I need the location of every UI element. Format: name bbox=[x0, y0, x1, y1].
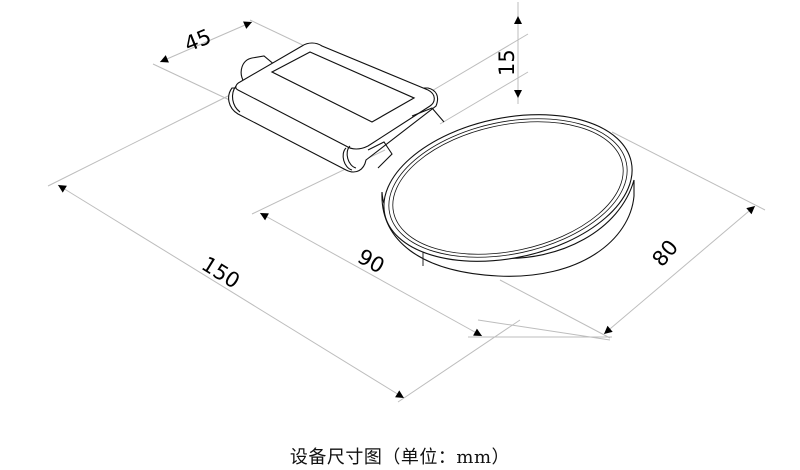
disk-body bbox=[381, 114, 635, 277]
module-housing bbox=[228, 42, 445, 173]
dim-label-90: 90 bbox=[354, 244, 389, 278]
dim-label-45: 45 bbox=[181, 24, 215, 56]
module-window bbox=[270, 51, 416, 123]
dimension-lines bbox=[57, 16, 756, 399]
dimension-drawing: 45 15 150 90 80 bbox=[47, 2, 766, 403]
dim-line-150 bbox=[57, 184, 405, 399]
dim-line-90 bbox=[259, 212, 483, 337]
dim-label-150: 150 bbox=[197, 252, 244, 294]
dim-line-45 bbox=[159, 21, 253, 63]
dim-label-80: 80 bbox=[647, 235, 683, 271]
dim-label-15: 15 bbox=[495, 49, 519, 76]
figure-caption: 设备尺寸图（单位：mm） bbox=[289, 447, 511, 468]
dim-line-80 bbox=[603, 205, 756, 335]
